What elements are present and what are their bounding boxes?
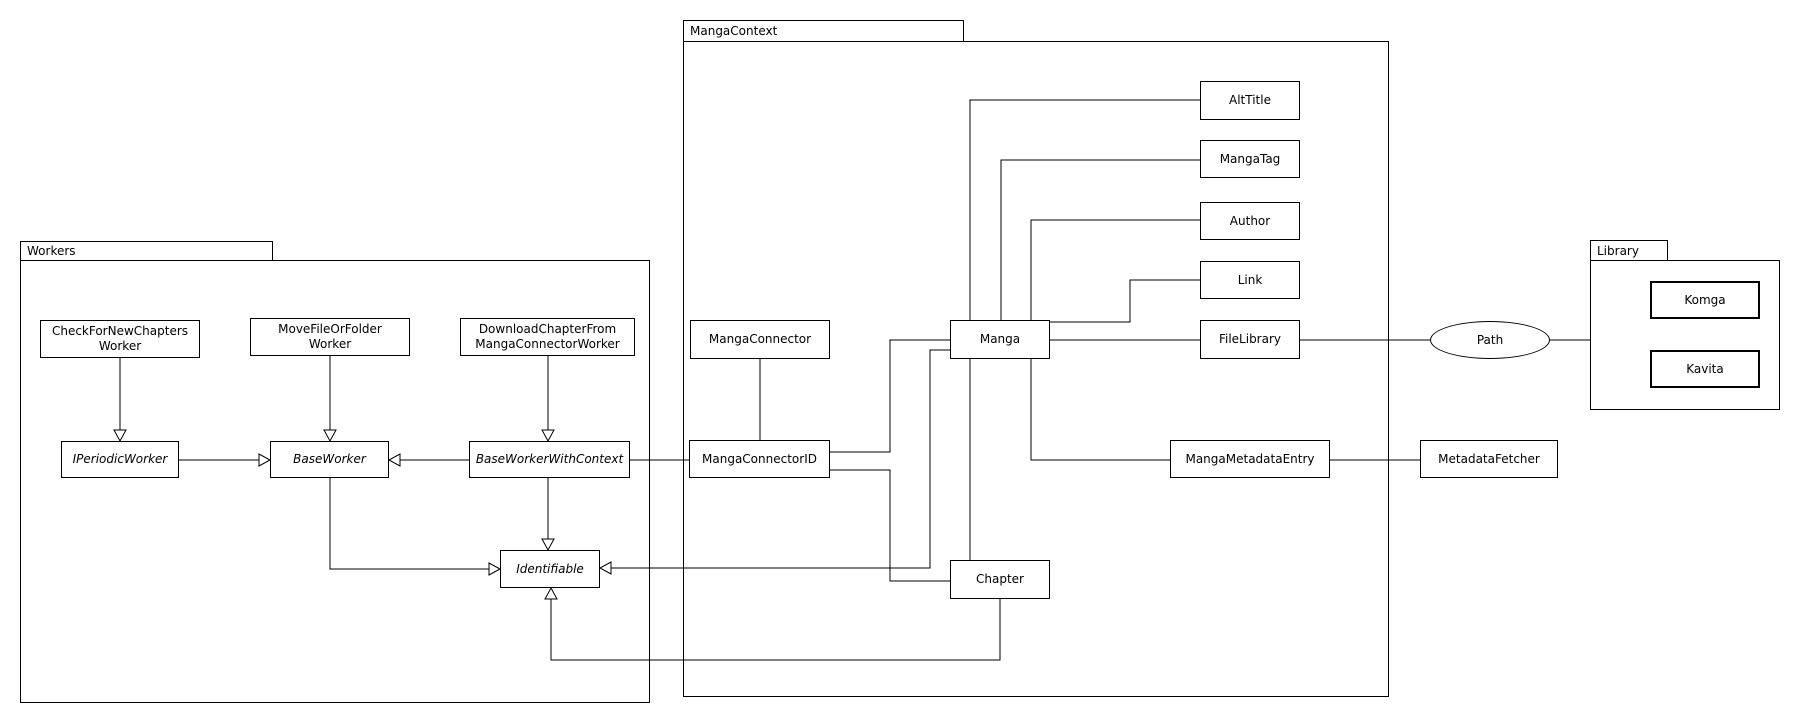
node-manga-connector-id: MangaConnectorID bbox=[689, 440, 830, 478]
node-label: MetadataFetcher bbox=[1438, 451, 1540, 466]
node-label: Identifiable bbox=[516, 561, 584, 576]
edge-baseworker-identifiable bbox=[329, 478, 489, 570]
node-label: MangaTag bbox=[1219, 151, 1281, 166]
node-manga-tag: MangaTag bbox=[1200, 140, 1300, 178]
node-download-chapter-from-manga-connector-worker: DownloadChapterFrom MangaConnectorWorker bbox=[460, 318, 635, 356]
node-label: Path bbox=[1476, 332, 1504, 347]
arrowhead-iperiodicworker-top bbox=[113, 429, 127, 443]
node-label: IPeriodicWorker bbox=[72, 452, 168, 466]
node-identifiable: Identifiable bbox=[500, 550, 600, 588]
node-manga: Manga bbox=[950, 320, 1050, 359]
package-workers-tab: Workers bbox=[20, 241, 273, 261]
node-manga-connector: MangaConnector bbox=[690, 320, 830, 359]
node-label: AltTitle bbox=[1229, 93, 1271, 107]
node-move-file-or-folder-worker: MoveFileOrFolder Worker bbox=[250, 318, 410, 356]
node-chapter: Chapter bbox=[950, 560, 1050, 599]
package-mangacontext-label: MangaContext bbox=[690, 24, 778, 38]
package-workers-body bbox=[20, 260, 650, 703]
arrowhead-baseworker-left bbox=[258, 453, 272, 467]
node-label: MoveFileOrFolder bbox=[278, 322, 382, 336]
node-label: Chapter bbox=[976, 572, 1024, 586]
edge-manga-mangatag bbox=[1000, 159, 1200, 320]
node-label: BaseWorker bbox=[293, 452, 366, 466]
node-label: MangaConnector bbox=[708, 332, 812, 346]
node-komga: Komga bbox=[1650, 281, 1760, 319]
package-library-label: Library bbox=[1597, 243, 1639, 258]
arrowhead-baseworkerwithcontext-top bbox=[541, 429, 555, 443]
node-label: Worker bbox=[98, 339, 142, 353]
node-label: Kavita bbox=[1686, 361, 1724, 376]
node-label: MangaMetadataEntry bbox=[1185, 451, 1315, 466]
node-kavita: Kavita bbox=[1650, 350, 1760, 388]
arrowhead-identifiable-left bbox=[488, 562, 502, 576]
node-manga-metadata-entry: MangaMetadataEntry bbox=[1170, 440, 1330, 478]
node-path: Path bbox=[1430, 321, 1550, 359]
node-alt-title: AltTitle bbox=[1200, 81, 1300, 120]
node-check-for-new-chapters-worker: CheckForNewChapters Worker bbox=[40, 320, 200, 358]
edge-manga-link bbox=[1050, 279, 1200, 323]
node-label: DownloadChapterFrom bbox=[478, 322, 617, 336]
arrowhead-baseworker-top bbox=[323, 429, 337, 443]
edge-chapter-identifiable bbox=[550, 599, 1001, 661]
node-file-library: FileLibrary bbox=[1200, 320, 1300, 359]
node-label: Komga bbox=[1684, 292, 1726, 307]
node-label: Link bbox=[1237, 272, 1263, 287]
node-label: Worker bbox=[308, 337, 352, 351]
node-base-worker-with-context: BaseWorkerWithContext bbox=[469, 441, 630, 478]
edge-manga-alttitle bbox=[969, 99, 1200, 320]
edge-manga-identifiable bbox=[611, 349, 950, 569]
edge-mangaconnectorid-manga bbox=[830, 339, 950, 453]
node-metadata-fetcher: MetadataFetcher bbox=[1420, 440, 1558, 478]
edge-mangaconnectorid-chapter bbox=[830, 469, 950, 582]
node-label: Manga bbox=[979, 332, 1021, 346]
arrowhead-identifiable-right bbox=[598, 561, 612, 575]
arrowhead-baseworker-right bbox=[387, 453, 401, 467]
node-label: MangaConnectorWorker bbox=[475, 337, 620, 351]
edge-manga-mangametadataentry bbox=[1030, 359, 1170, 461]
edge-manga-author bbox=[1030, 219, 1200, 320]
package-library-tab: Library bbox=[1590, 240, 1668, 261]
node-label: CheckForNewChapters bbox=[51, 324, 189, 338]
node-label: BaseWorkerWithContext bbox=[475, 452, 624, 466]
arrowhead-identifiable-bottom bbox=[544, 586, 558, 600]
node-iperiodic-worker: IPeriodicWorker bbox=[61, 441, 179, 478]
package-mangacontext-body bbox=[683, 41, 1389, 697]
package-mangacontext-tab: MangaContext bbox=[683, 20, 964, 42]
node-label: MangaConnectorID bbox=[702, 451, 817, 466]
node-label: Author bbox=[1229, 213, 1271, 228]
node-link: Link bbox=[1200, 261, 1300, 299]
node-author: Author bbox=[1200, 202, 1300, 240]
node-base-worker: BaseWorker bbox=[270, 441, 389, 478]
node-label: FileLibrary bbox=[1218, 332, 1282, 346]
arrowhead-identifiable-top bbox=[541, 538, 555, 552]
package-workers-label: Workers bbox=[27, 244, 76, 258]
package-library-body bbox=[1590, 260, 1780, 410]
